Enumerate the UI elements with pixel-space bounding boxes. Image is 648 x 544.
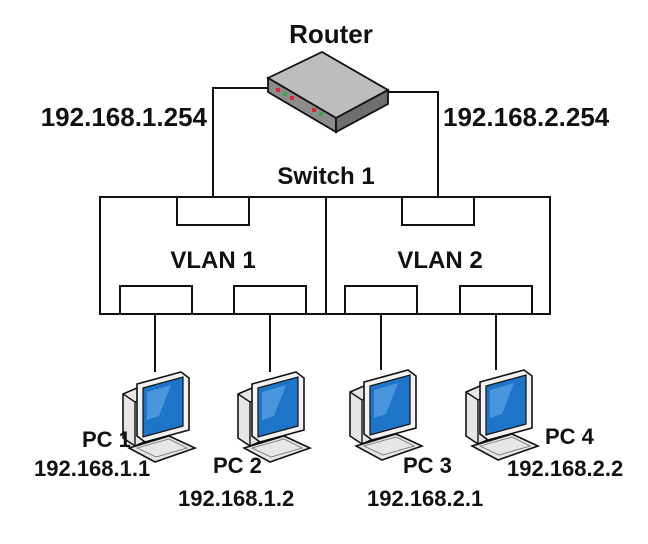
port-pc4 [459,285,533,315]
downlinks [154,314,497,372]
pc-1-ip: 192.168.1.1 [34,456,150,481]
pc-3: PC 3 192.168.2.1 [349,369,483,511]
pc-4-ip: 192.168.2.2 [507,456,623,481]
port-pc1 [119,285,193,315]
computer-icon [122,371,196,463]
router-icon [266,50,390,134]
port-uplink-vlan2 [401,196,475,226]
vlan1-gateway-label: 192.168.1.254 [41,102,208,132]
uplink-vlan2 [388,91,439,197]
computer-icon [237,371,311,463]
pc-2-ip: 192.168.1.2 [178,486,294,511]
pc-3-name: PC 3 [403,453,452,478]
computer-icon [349,369,423,461]
port-pc3 [344,285,418,315]
pc-1: PC 1 192.168.1.1 [34,371,196,481]
pc-4-name: PC 4 [545,424,595,449]
pc-3-ip: 192.168.2.1 [367,486,483,511]
port-pc2 [233,285,307,315]
router: Router [266,19,390,134]
router-label: Router [289,19,373,49]
pc-2: PC 2 192.168.1.2 [178,371,311,511]
port-uplink-vlan1 [176,196,250,226]
pc-4: PC 4 192.168.2.2 [465,369,623,481]
pc-2-name: PC 2 [213,453,262,478]
uplink-vlan1 [212,87,268,197]
vlan2-label: VLAN 2 [397,247,482,274]
pc-1-name: PC 1 [82,427,131,452]
vlan2-gateway-label: 192.168.2.254 [443,102,610,132]
uplinks [212,87,439,197]
computer-icon [465,369,539,461]
switch-1 [99,196,551,315]
vlan1-label: VLAN 1 [170,247,255,274]
switch-label: Switch 1 [277,163,374,190]
